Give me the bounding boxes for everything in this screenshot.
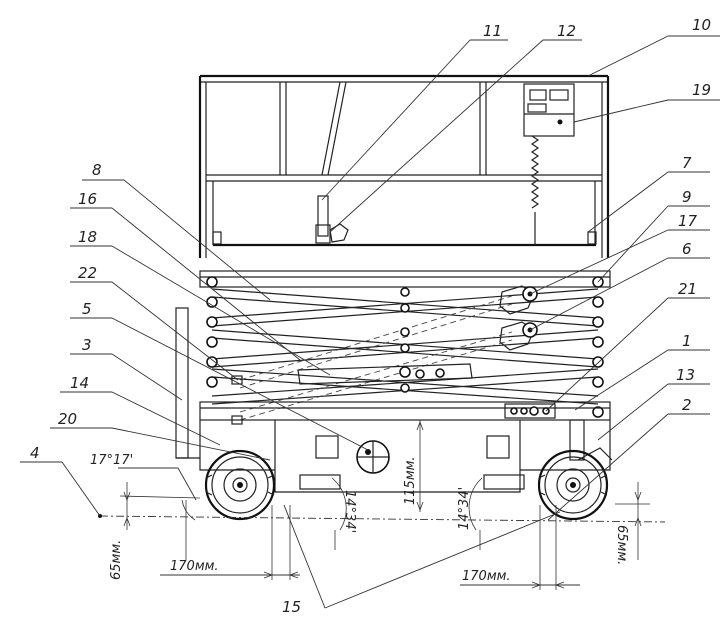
dimension-labels: 17°17' 65мм. 170мм. 14°34' 115мм. 14°34'… (90, 453, 629, 584)
dim-ground-clearance-left: 65мм. (109, 540, 124, 580)
scissor-stack (199, 270, 611, 425)
callout-13: 13 (676, 366, 695, 384)
callout-4: 4 (30, 444, 40, 462)
callout-2: 2 (682, 396, 692, 414)
callout-6: 6 (682, 240, 692, 258)
dim-angle-right-wheel: 14°34' (457, 487, 472, 530)
callout-10: 10 (692, 16, 711, 34)
callout-8: 8 (92, 161, 102, 179)
callout-5: 5 (82, 300, 92, 318)
dim-height-center: 115мм. (403, 456, 418, 505)
dim-offset-left: 170мм. (170, 559, 219, 574)
dimension-lines (118, 420, 642, 590)
callout-19: 19 (692, 81, 711, 99)
callout-17: 17 (678, 212, 698, 230)
guard-rail (198, 74, 610, 258)
callout-18: 18 (78, 228, 97, 246)
ladder (175, 307, 200, 459)
dim-ground-clearance-right: 65мм. (614, 525, 629, 565)
callout-15: 15 (282, 598, 301, 616)
callout-21: 21 (678, 280, 697, 298)
callout-1: 1 (682, 332, 692, 350)
callout-labels: 11 12 10 19 8 16 18 22 5 3 14 20 4 7 9 1… (30, 16, 711, 616)
dim-offset-right: 170мм. (462, 569, 511, 584)
left-wheel (204, 449, 276, 521)
dim-left-angle: 17°17' (90, 453, 133, 468)
callout-20: 20 (58, 410, 77, 428)
callout-14: 14 (70, 374, 89, 392)
callout-22: 22 (78, 264, 97, 282)
callout-12: 12 (557, 22, 576, 40)
callout-9: 9 (682, 188, 692, 206)
callout-3: 3 (82, 336, 92, 354)
right-wheel (537, 449, 609, 521)
dim-angle-left-wheel: 14°34' (342, 490, 357, 533)
callout-7: 7 (682, 154, 692, 172)
callout-leaders (20, 35, 720, 609)
callout-16: 16 (78, 190, 97, 208)
pivot-pins (206, 276, 604, 418)
control-box (523, 83, 575, 245)
callout-11: 11 (483, 22, 502, 40)
chassis (199, 401, 613, 493)
